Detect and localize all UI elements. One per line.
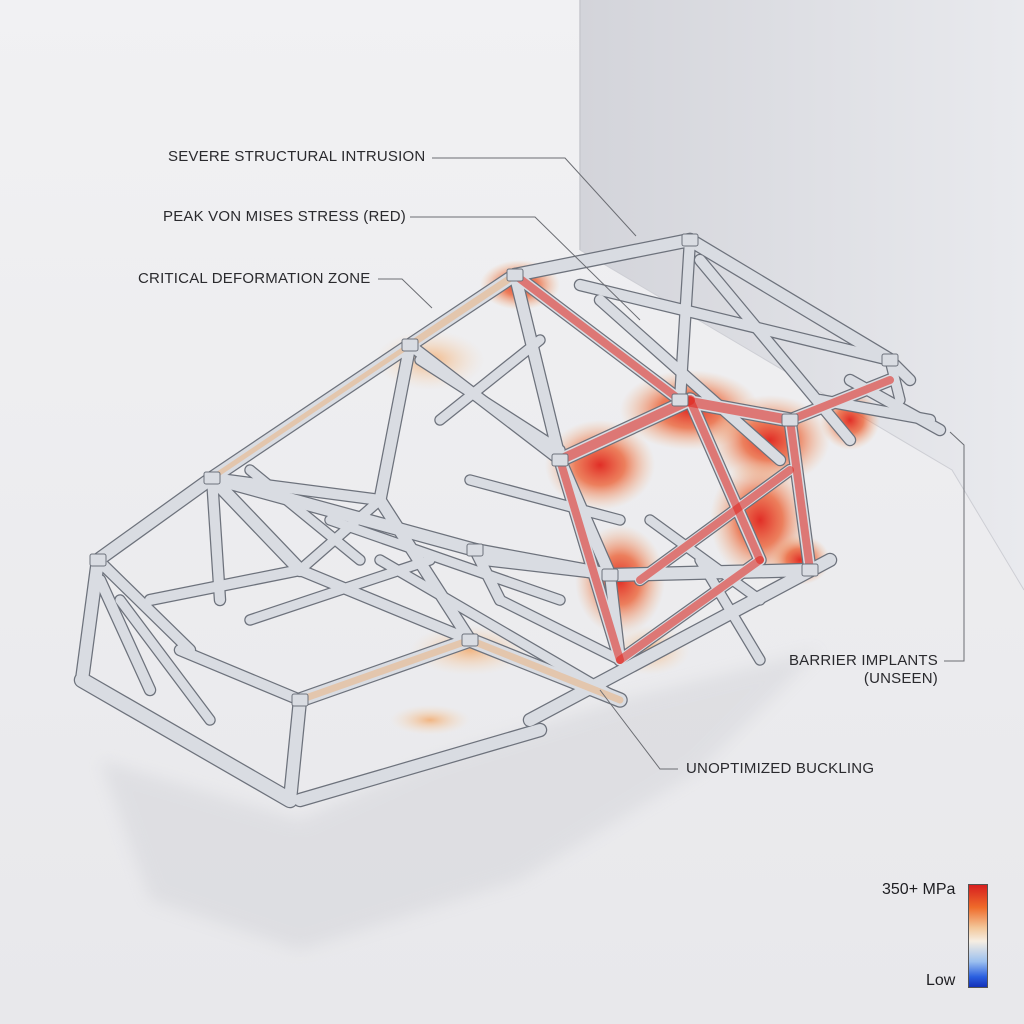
frame-tube xyxy=(645,515,765,605)
frame-tube xyxy=(295,565,475,645)
frame-joint xyxy=(466,543,484,557)
frame-tube xyxy=(595,295,785,465)
leader-deformation xyxy=(378,278,433,309)
warm-tube-overlay xyxy=(209,342,413,481)
space-frame xyxy=(73,232,947,809)
frame-tube xyxy=(206,339,416,484)
stress-tube-overlay xyxy=(636,466,794,584)
frame-tube xyxy=(294,724,546,806)
callout-barrier-line1: BARRIER IMPLANTS xyxy=(788,652,938,669)
leader-barrier xyxy=(944,431,965,662)
wall-floor-edge xyxy=(579,249,1024,591)
frame-joint xyxy=(781,413,799,427)
stress-tube-overlay xyxy=(675,395,795,425)
frame-shadow xyxy=(100,650,820,950)
frame-tube xyxy=(415,355,565,455)
frame-tube xyxy=(509,234,696,281)
frame-joints xyxy=(89,233,899,707)
frame-tube xyxy=(325,515,565,605)
frame-tube xyxy=(684,234,896,366)
frame-tube xyxy=(293,633,477,707)
frame-tube xyxy=(245,465,365,565)
frame-tube xyxy=(206,472,481,556)
legend-max-label: 350+ MPa xyxy=(882,881,956,898)
callout-peak-stress: PEAK VON MISES STRESS (RED) xyxy=(163,208,406,225)
stress-tube-overlay xyxy=(511,271,684,404)
callout-barrier-implants: BARRIER IMPLANTS (UNSEEN) xyxy=(780,652,938,688)
callout-deformation-zone: CRITICAL DEFORMATION ZONE xyxy=(138,270,371,287)
callout-unoptimized-buckling: UNOPTIMIZED BUCKLING xyxy=(686,760,875,777)
legend-min-label: Low xyxy=(926,972,956,989)
frame-tube xyxy=(885,355,905,405)
frame-tube xyxy=(207,473,385,505)
stress-tube-overlay xyxy=(786,416,814,574)
frame-joint xyxy=(601,568,619,582)
callout-severe-intrusion: SEVERE STRUCTURAL INTRUSION xyxy=(168,148,426,165)
frame-tube xyxy=(207,473,225,605)
frame-joint xyxy=(881,353,899,367)
frame-tube xyxy=(375,555,625,705)
leader-buckling xyxy=(599,689,678,770)
stress-tube-overlay xyxy=(555,395,695,465)
frame-tube xyxy=(175,645,305,705)
stress-color-scale xyxy=(968,884,988,988)
stress-tube-overlay xyxy=(786,376,894,424)
frame-tube xyxy=(524,554,836,726)
leader-stress xyxy=(410,216,641,321)
frame-joint xyxy=(801,563,819,577)
frame-tube xyxy=(284,694,306,806)
callout-leaders xyxy=(378,157,965,770)
stress-tube-overlay xyxy=(686,396,764,564)
frame-joint xyxy=(506,268,524,282)
frame-tube xyxy=(435,335,545,425)
frame-tube xyxy=(75,673,297,807)
warm-tube-overlay xyxy=(296,636,474,704)
frame-tube xyxy=(95,575,155,695)
frame-joint xyxy=(203,471,221,485)
frame-joint xyxy=(89,553,107,567)
frame-joint xyxy=(461,633,479,647)
stress-tube-overlay xyxy=(556,456,624,664)
warm-tube-overlay xyxy=(406,271,519,349)
barrier-wall xyxy=(580,0,1024,590)
frame-joint xyxy=(671,393,689,407)
frame-tube xyxy=(374,494,476,646)
callout-barrier-line2: (UNSEEN) xyxy=(863,670,938,687)
warm-tube-overlay xyxy=(466,636,624,704)
frame-tube xyxy=(575,280,895,365)
frame-tube xyxy=(93,555,195,655)
leader-intrusion xyxy=(432,157,637,237)
frame-tube xyxy=(145,565,305,605)
frame-tube xyxy=(115,595,215,725)
frame-joint xyxy=(291,693,309,707)
frame-joint xyxy=(681,233,699,247)
frame-tube xyxy=(374,339,416,506)
frame-tube xyxy=(695,555,765,665)
frame-tube xyxy=(404,269,521,351)
frame-tube xyxy=(92,472,218,566)
frame-tube xyxy=(295,495,385,575)
frame-joint xyxy=(401,338,419,352)
frame-tube xyxy=(206,472,306,576)
frame-joint xyxy=(551,453,569,467)
frame-tube xyxy=(495,595,625,665)
stress-tube-overlay xyxy=(616,556,764,664)
frame-tube xyxy=(465,475,625,525)
frame-tube xyxy=(509,269,566,466)
